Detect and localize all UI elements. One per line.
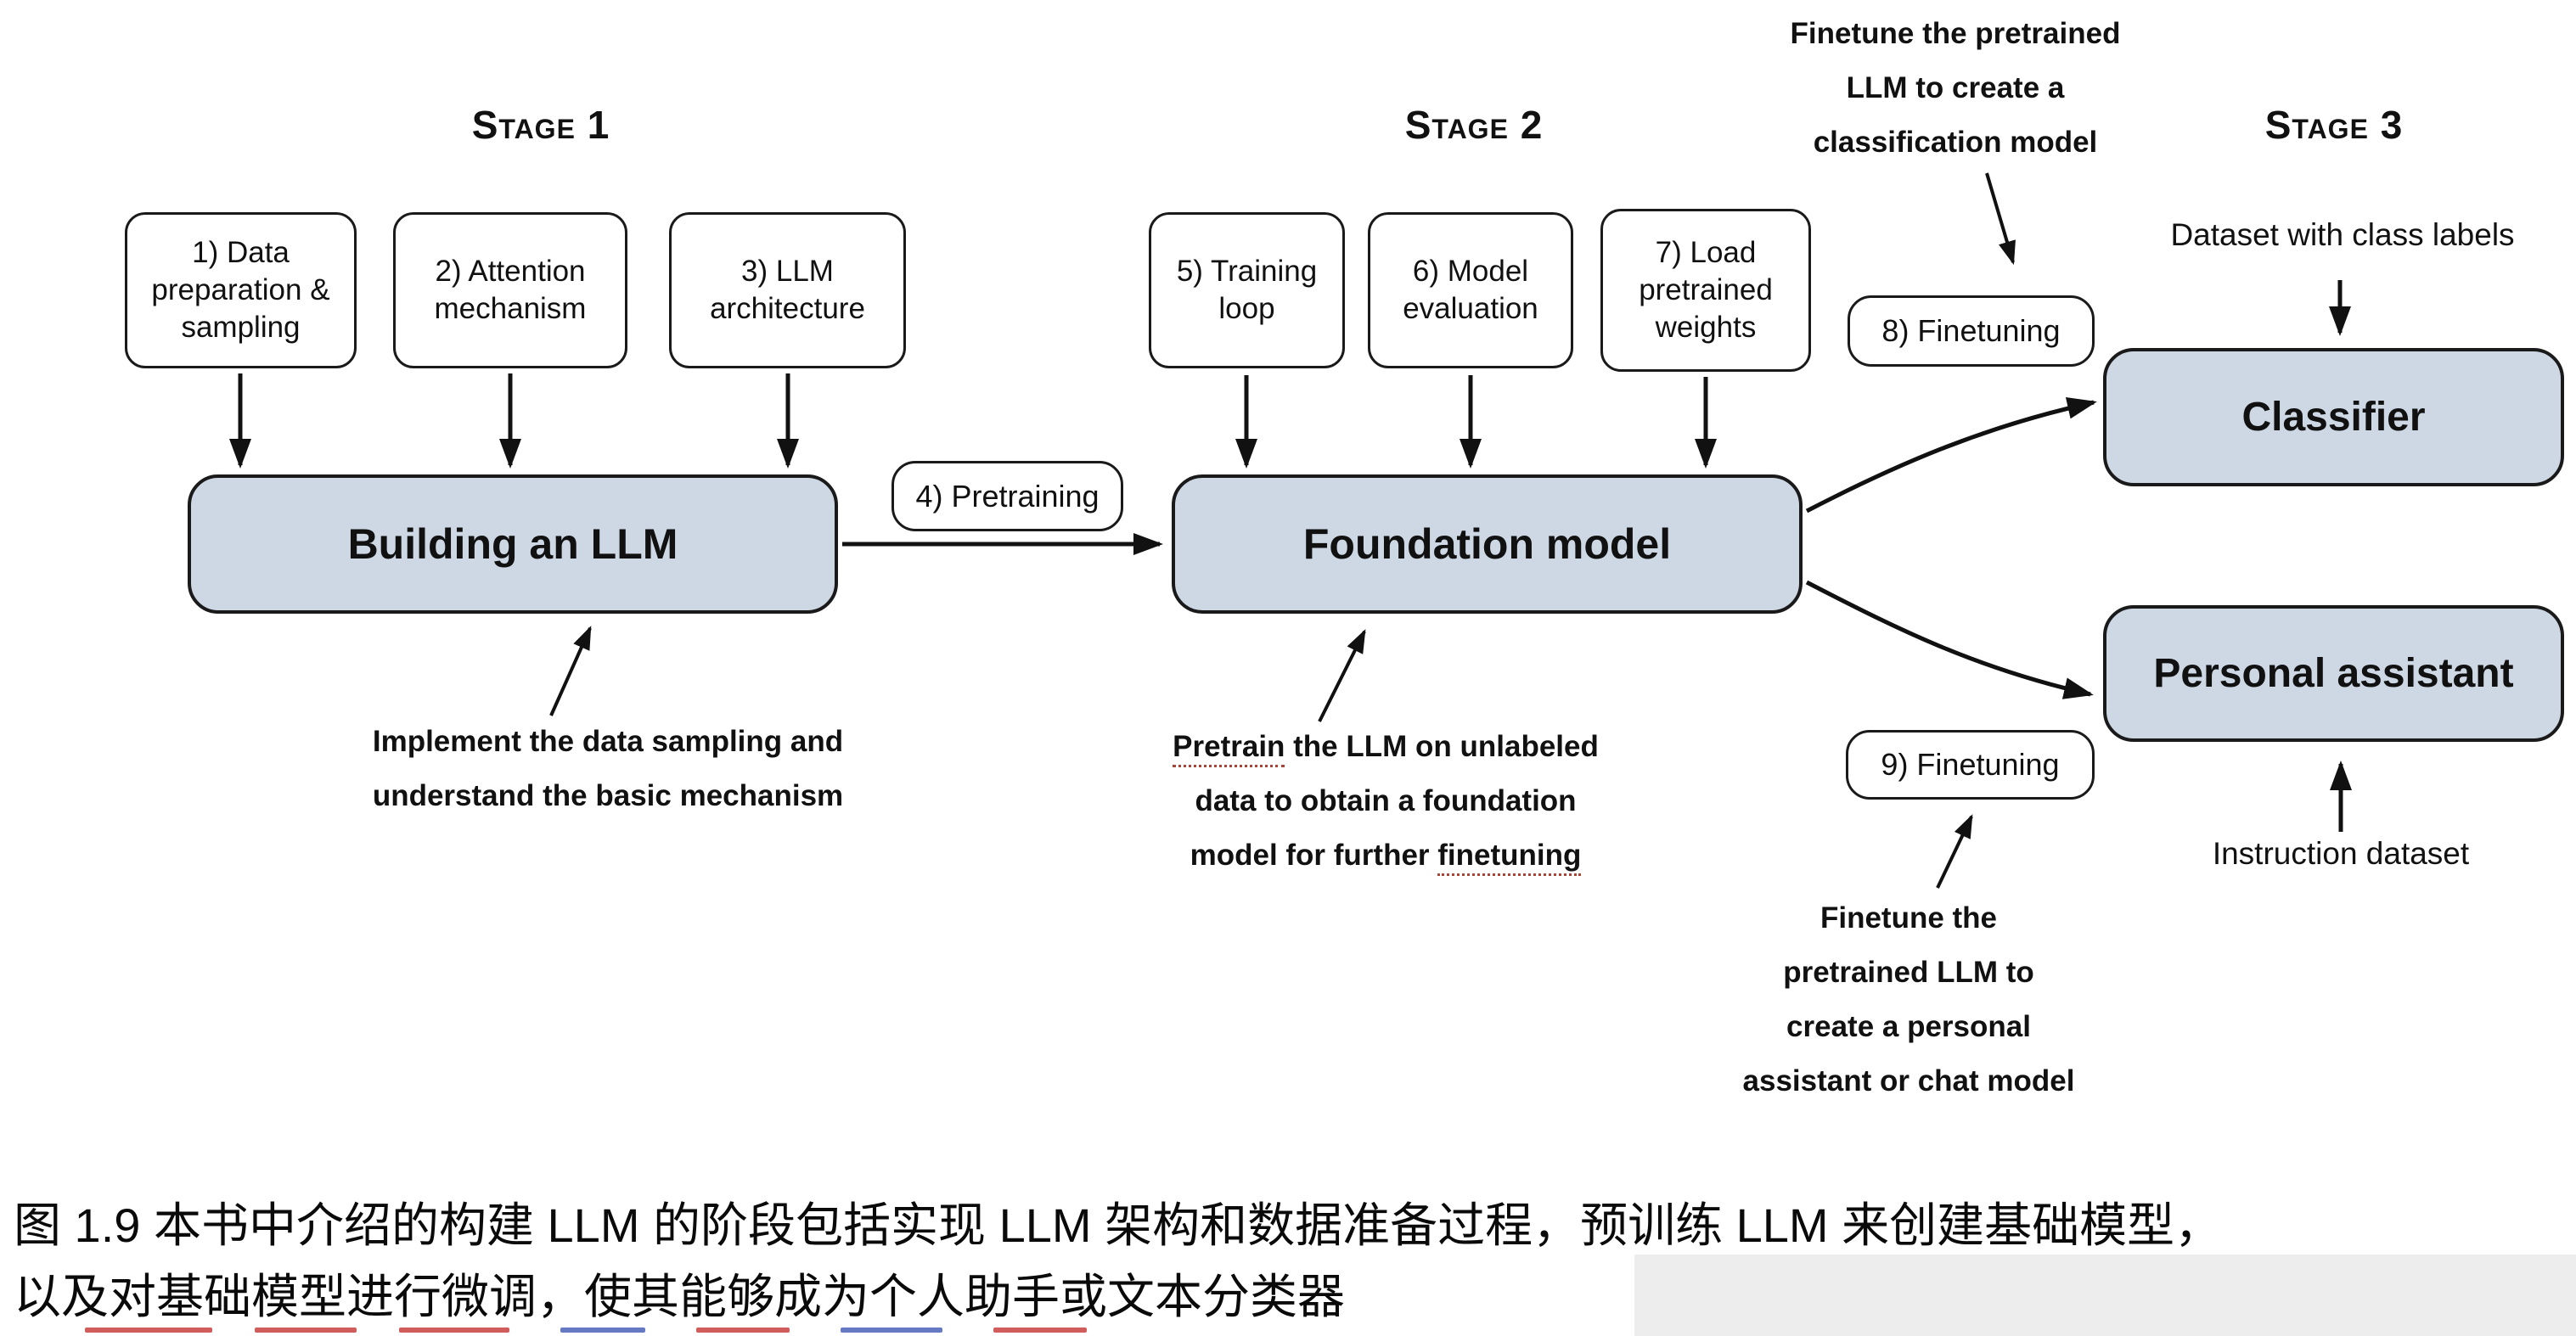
personal-assistant-box: Personal assistant <box>2103 605 2564 742</box>
instruction-dataset-label: Instruction dataset <box>2212 836 2470 871</box>
arrow-foundation-to-classifier <box>1805 397 2097 514</box>
cutoff-text-artifact <box>85 1328 212 1333</box>
cutoff-text-artifact <box>993 1328 1087 1333</box>
note-line: classification model <box>1813 126 2098 159</box>
note-line: model for further finetuning <box>1139 828 1632 883</box>
figure-caption-line-1: 图 1.9 本书中介绍的构建 LLM 的阶段包括实现 LLM 架构和数据准备过程… <box>14 1198 2223 1252</box>
note-line: Implement the data sampling and <box>372 725 844 758</box>
note-line-rest: the LLM on unlabeled <box>1285 730 1599 763</box>
note-line: Finetune the pretrained <box>1790 17 2121 50</box>
note-line: data to obtain a foundation <box>1195 784 1577 817</box>
stage-2-label: Stage 2 <box>1404 103 1544 147</box>
stage-3-label: Stage 3 <box>2264 103 2404 147</box>
note-personal-assistant: Finetune the pretrained LLM to create a … <box>1705 891 2112 1109</box>
cutoff-text-artifact <box>399 1328 509 1333</box>
spellcheck-underline-word: finetuning <box>1437 839 1582 876</box>
dataset-class-labels-label: Dataset with class labels <box>2170 217 2515 252</box>
foundation-model-box: Foundation model <box>1172 474 1803 614</box>
note-line: create a personal <box>1786 1010 2031 1043</box>
arrow-foundation-to-assistant <box>1805 580 2094 699</box>
step-box-data-preparation: 1) Data preparation & sampling <box>125 212 357 368</box>
step-box-training-loop: 5) Training loop <box>1149 212 1345 368</box>
cutoff-text-artifact <box>255 1328 357 1333</box>
arrow-note-to-finetuning8 <box>1985 172 2016 266</box>
step-box-llm-architecture: 3) LLM architecture <box>669 212 906 368</box>
note-line-rest: model for further <box>1190 839 1438 872</box>
spellcheck-underline-word: Pretrain <box>1173 730 1285 767</box>
finetuning-8-pill: 8) Finetuning <box>1848 295 2095 367</box>
pretraining-pill: 4) Pretraining <box>891 461 1123 531</box>
classifier-box: Classifier <box>2103 348 2564 486</box>
stage-1-label: Stage 1 <box>471 103 610 147</box>
building-llm-box: Building an LLM <box>188 474 838 614</box>
arrow-note-to-finetuning9 <box>1936 814 1973 889</box>
note-line: Finetune the <box>1820 901 1998 935</box>
note-line: Pretrain the LLM on unlabeled <box>1139 720 1632 774</box>
page-background-region <box>1634 1255 2576 1336</box>
note-line: pretrained LLM to <box>1783 956 2034 989</box>
step-box-load-pretrained-weights: 7) Load pretrained weights <box>1600 209 1811 372</box>
cutoff-text-artifact <box>841 1328 942 1333</box>
note-classification-model: Finetune the pretrained LLM to create a … <box>1747 7 2163 170</box>
note-pretrain-unlabeled: Pretrain the LLM on unlabeled data to ob… <box>1139 720 1632 883</box>
step-box-attention-mechanism: 2) Attention mechanism <box>393 212 627 368</box>
step-box-model-evaluation: 6) Model evaluation <box>1368 212 1573 368</box>
arrow-note-to-building <box>549 626 592 716</box>
finetuning-9-pill: 9) Finetuning <box>1846 730 2095 800</box>
arrow-note-to-foundation <box>1318 629 1366 722</box>
cutoff-text-artifact <box>696 1328 790 1333</box>
figure-caption-line-2: 以及对基础模型进行微调，使其能够成为个人助手或文本分类器 <box>14 1270 1345 1323</box>
cutoff-text-artifact <box>560 1328 645 1333</box>
note-line: assistant or chat model <box>1742 1064 2075 1097</box>
note-line: understand the basic mechanism <box>372 779 844 812</box>
note-implement-sampling: Implement the data sampling and understa… <box>345 715 871 823</box>
note-line: LLM to create a <box>1846 71 2065 104</box>
